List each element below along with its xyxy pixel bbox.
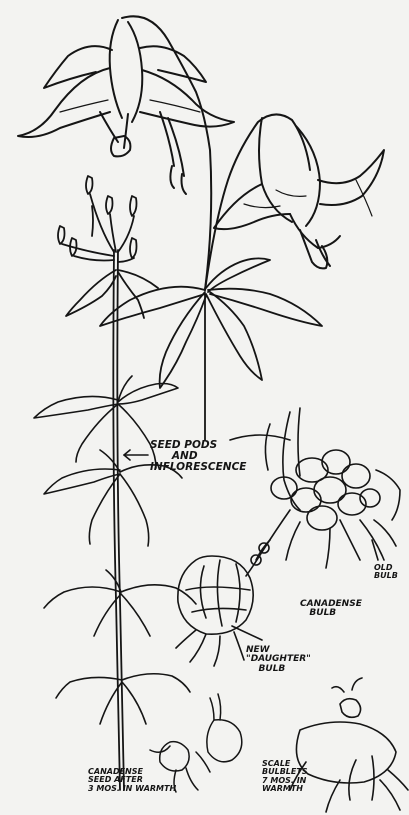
scale-bulblets <box>290 678 408 812</box>
label-old-bulb: OLD BULB <box>374 564 398 581</box>
label-scale-bulblets: SCALE BULBLETS 7 MOS. IN WARMTH <box>262 760 308 794</box>
seed-pod-stalk <box>58 176 158 790</box>
seed-pods-arrow <box>124 450 148 460</box>
label-new-daughter-bulb: NEW "DAUGHTER" BULB <box>246 646 311 674</box>
upper-leaf-whorl <box>100 258 322 440</box>
right-lily-flower <box>205 114 384 290</box>
left-lily-flower <box>18 16 234 290</box>
label-canadense-bulb: CANADENSE BULB <box>300 600 362 619</box>
label-canadense-seed: CANADENSE SEED AFTER 3 MOS. IN WARMTH <box>88 768 176 793</box>
label-seed-pods: SEED PODS AND INFLORESCENCE <box>150 440 246 473</box>
canadense-bulb-cluster <box>230 408 400 576</box>
